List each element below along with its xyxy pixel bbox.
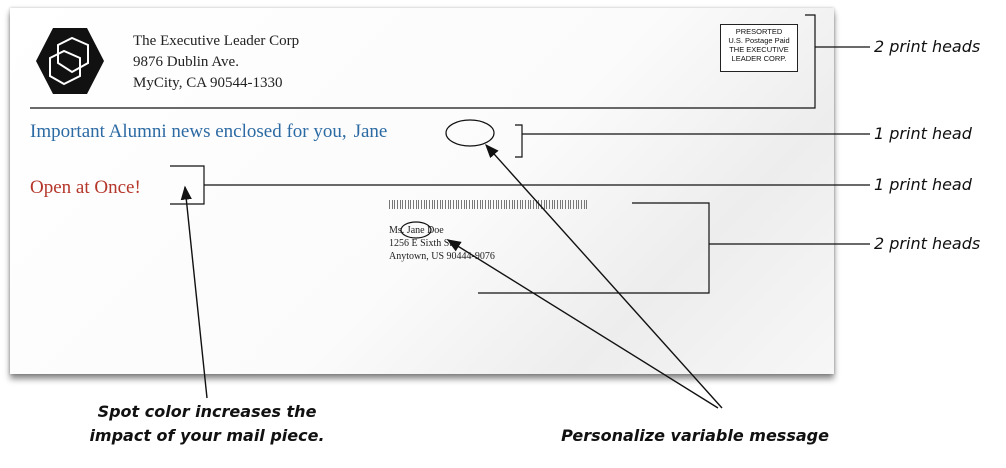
recipient-surname: Doe [427, 225, 444, 236]
callout-address: 2 print heads [874, 234, 981, 253]
spot-caption-line-1: Spot color increases the [97, 402, 317, 421]
recipient-street: 1256 E Sixth St [389, 238, 453, 249]
return-city: MyCity, CA 90544-1330 [133, 75, 283, 91]
spot-caption-line-2: impact of your mail piece. [89, 426, 325, 445]
teaser-text: Important Alumni news enclosed for you, [30, 121, 347, 142]
address-bracket [478, 202, 710, 294]
teaser-bracket [515, 124, 523, 158]
postage-line-4: LEADER CORP. [731, 54, 787, 63]
postal-barcode [389, 200, 587, 209]
open-bracket [170, 165, 205, 205]
hexagon-logo-icon [36, 28, 104, 94]
personalize-caption: Personalize variable message [561, 426, 829, 445]
personalize-arrow-teaser [485, 143, 723, 409]
recipient-city: Anytown, US 90444-9076 [389, 251, 495, 262]
open-at-once-text: Open at Once! [30, 177, 141, 198]
postage-line-1: PRESORTED [735, 27, 783, 36]
callout-open: 1 print head [874, 175, 972, 194]
callout-stamp: 2 print heads [874, 37, 981, 56]
recipient-first-name: Jane [406, 225, 425, 236]
personalize-arrow-address [446, 239, 719, 409]
postage-line-2: U.S. Postage Paid [728, 36, 790, 45]
recipient-name-circle [400, 221, 432, 239]
recipient-prefix: Ms. [389, 225, 405, 236]
return-company: The Executive Leader Corp [133, 33, 300, 49]
spot-color-caption: Spot color increases the impact of your … [62, 400, 352, 448]
postage-line-3: THE EXECUTIVE [729, 45, 789, 54]
postage-indicia: PRESORTED U.S. Postage Paid THE EXECUTIV… [720, 24, 798, 72]
spot-color-arrow [180, 185, 208, 399]
teaser-message: Important Alumni news enclosed for you, J… [30, 121, 387, 143]
envelope [10, 8, 834, 374]
callout-teaser: 1 print head [874, 124, 972, 143]
teaser-name-circle [445, 119, 495, 147]
return-street: 9876 Dublin Ave. [133, 54, 239, 70]
stamp-bracket [30, 14, 816, 109]
recipient-name-line: Ms. Jane Doe [389, 225, 444, 236]
teaser-name: Jane [353, 121, 388, 142]
